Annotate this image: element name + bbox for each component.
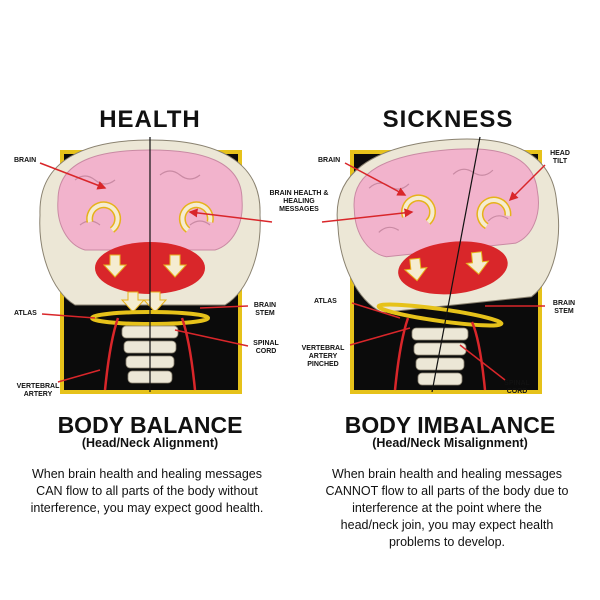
head-tilt-label: HEAD TILT	[550, 150, 570, 165]
health-down-arrow-left	[102, 254, 128, 278]
sickness-panel	[336, 136, 560, 394]
body-balance-subtitle: (Head/Neck Alignment)	[81, 436, 219, 450]
sickness-brain-label: BRAIN	[318, 157, 341, 164]
sickness-down-arrow-left	[403, 257, 428, 282]
sickness-spine	[411, 327, 469, 386]
body-balance-title: BODY BALANCE	[57, 412, 243, 438]
sickness-down-arrow-right	[465, 251, 490, 275]
health-down-arrow-right	[162, 254, 188, 278]
sickness-tilt-line	[431, 136, 481, 393]
body-imbalance-title: BODY IMBALANCE	[344, 412, 556, 438]
brain-stem-label: BRAIN STEM	[253, 302, 277, 317]
body-imbalance-description: When brain health and healing messages C…	[325, 467, 569, 549]
health-panel	[39, 137, 261, 394]
body-imbalance-subtitle: (Head/Neck Misalignment)	[372, 436, 528, 450]
body-balance-description: When brain health and healing messages C…	[30, 467, 264, 515]
sickness-spinal-cord-label: SPINAL CORD	[504, 380, 530, 395]
sickness-heading: SICKNESS	[382, 106, 514, 133]
health-vertebral-artery-label: VERTEBRAL ARTERY	[16, 383, 60, 398]
sickness-brain	[353, 148, 539, 258]
sickness-atlas-ring	[376, 302, 504, 328]
spinal-cord-label: SPINAL CORD	[253, 340, 279, 355]
vertebral-artery-pinched-label: VERTEBRAL ARTERY PINCHED	[301, 345, 345, 368]
health-brain-label: BRAIN	[14, 157, 37, 164]
health-atlas-label: ATLAS	[14, 310, 37, 317]
messages-label: BRAIN HEALTH & HEALING MESSAGES	[269, 190, 329, 213]
anatomy-illustrations	[39, 136, 560, 394]
health-heading: HEALTH	[99, 106, 201, 133]
sickness-brain-stem-label: BRAIN STEM	[552, 300, 576, 315]
sickness-atlas-label: ATLAS	[314, 298, 337, 305]
